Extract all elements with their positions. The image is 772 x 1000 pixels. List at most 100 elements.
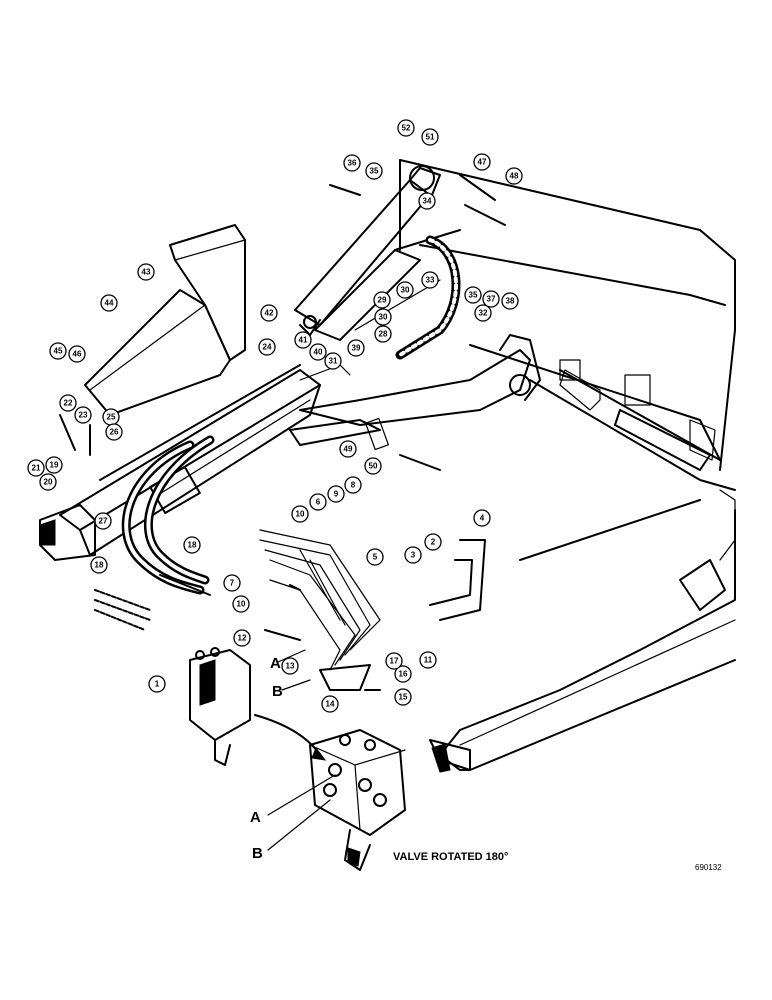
svg-text:51: 51 (426, 133, 435, 142)
svg-text:40: 40 (314, 348, 323, 357)
callout-36: 36 (343, 154, 361, 172)
callout-30b: 30 (396, 281, 414, 299)
svg-text:6: 6 (316, 498, 321, 507)
callout-14: 14 (321, 695, 339, 713)
callout-38: 38 (501, 292, 519, 310)
svg-text:9: 9 (334, 490, 339, 499)
svg-text:12: 12 (238, 634, 247, 643)
svg-text:35: 35 (469, 291, 478, 300)
svg-text:41: 41 (299, 336, 308, 345)
svg-text:14: 14 (326, 700, 335, 709)
svg-text:21: 21 (32, 464, 41, 473)
callout-18b: 18 (90, 556, 108, 574)
svg-text:42: 42 (265, 309, 274, 318)
svg-text:33: 33 (426, 276, 435, 285)
callout-45: 45 (49, 342, 67, 360)
callout-37: 37 (482, 290, 500, 308)
svg-text:2: 2 (431, 538, 436, 547)
callout-30a: 30 (374, 308, 392, 326)
svg-text:20: 20 (44, 478, 53, 487)
svg-text:4: 4 (480, 514, 485, 523)
callout-1: 1 (148, 675, 166, 693)
svg-text:19: 19 (50, 461, 59, 470)
callout-22: 22 (59, 394, 77, 412)
svg-text:47: 47 (478, 158, 487, 167)
guard-shields (84, 224, 246, 416)
callout-26: 26 (105, 423, 123, 441)
hydraulic-hoses (121, 435, 215, 595)
svg-text:44: 44 (105, 299, 114, 308)
callout-15: 15 (394, 688, 412, 706)
callout-41: 41 (294, 331, 312, 349)
callout-47: 47 (473, 153, 491, 171)
svg-text:52: 52 (402, 124, 411, 133)
callout-10b: 10 (232, 595, 250, 613)
svg-text:7: 7 (230, 579, 235, 588)
callout-35b: 35 (365, 162, 383, 180)
callout-29: 29 (373, 291, 391, 309)
svg-text:37: 37 (487, 295, 496, 304)
callout-39: 39 (347, 339, 365, 357)
svg-text:49: 49 (344, 445, 353, 454)
callout-4: 4 (473, 509, 491, 527)
boom-arm (289, 334, 541, 446)
svg-text:30: 30 (401, 286, 410, 295)
svg-text:43: 43 (142, 268, 151, 277)
svg-text:10: 10 (296, 510, 305, 519)
callout-3: 3 (404, 546, 422, 564)
callout-13: 13 (281, 657, 299, 675)
callout-18a: 18 (183, 536, 201, 554)
callout-25: 25 (102, 408, 120, 426)
svg-text:48: 48 (510, 172, 519, 181)
port-label-a-upper: A (270, 655, 281, 672)
svg-text:38: 38 (506, 297, 515, 306)
callout-32: 32 (474, 304, 492, 322)
svg-text:27: 27 (99, 517, 108, 526)
svg-text:3: 3 (411, 551, 416, 560)
svg-text:46: 46 (73, 350, 82, 359)
callout-6a: 6 (309, 493, 327, 511)
reference-number: 690132 (695, 863, 722, 872)
callout-17: 17 (385, 652, 403, 670)
svg-text:30: 30 (379, 313, 388, 322)
svg-text:34: 34 (423, 197, 432, 206)
svg-text:25: 25 (107, 413, 116, 422)
fittings (59, 174, 506, 691)
svg-text:13: 13 (286, 662, 295, 671)
leader-B-upper (281, 679, 311, 691)
leader-B-lower (267, 799, 331, 851)
callout-2: 2 (424, 533, 442, 551)
coiled-hose (395, 235, 461, 360)
callout-52: 52 (397, 119, 415, 137)
callout-10a: 10 (291, 505, 309, 523)
port-label-a-lower: A (250, 809, 261, 826)
callout-9a: 9 (327, 485, 345, 503)
svg-text:18: 18 (95, 561, 104, 570)
svg-text:39: 39 (352, 344, 361, 353)
svg-text:23: 23 (79, 411, 88, 420)
callout-21: 21 (27, 459, 45, 477)
callout-16: 16 (394, 665, 412, 683)
rotation-arrow-head (311, 746, 327, 761)
svg-text:18: 18 (188, 541, 197, 550)
svg-text:5: 5 (373, 553, 378, 562)
svg-text:29: 29 (378, 296, 387, 305)
main-frame (399, 159, 736, 773)
callout-43: 43 (137, 263, 155, 281)
svg-text:10: 10 (237, 600, 246, 609)
callout-50: 50 (364, 457, 382, 475)
callout-48: 48 (505, 167, 523, 185)
svg-text:16: 16 (399, 670, 408, 679)
svg-text:50: 50 (369, 462, 378, 471)
callout-40: 40 (309, 343, 327, 361)
callout-12: 12 (233, 629, 251, 647)
tube-lines (259, 529, 486, 691)
port-label-b-upper: B (272, 683, 283, 700)
callout-8a: 8 (344, 476, 362, 494)
callout-34: 34 (418, 192, 436, 210)
callout-35a: 35 (464, 286, 482, 304)
callout-5: 5 (366, 548, 384, 566)
svg-text:22: 22 (64, 399, 73, 408)
